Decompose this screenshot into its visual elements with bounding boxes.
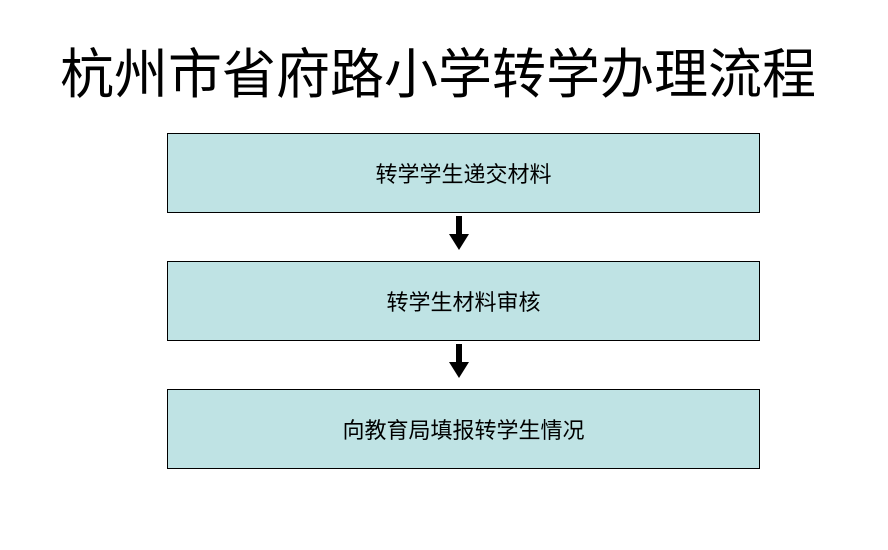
flow-step-report-to-bureau: 向教育局填报转学生情况 xyxy=(167,389,760,469)
flow-step-review-materials: 转学生材料审核 xyxy=(167,261,760,341)
arrow-down-icon xyxy=(449,344,469,378)
page-title: 杭州市省府路小学转学办理流程 xyxy=(60,43,816,106)
step-label: 转学生材料审核 xyxy=(386,291,541,316)
flow-step-submit-materials: 转学学生递交材料 xyxy=(167,133,760,213)
step-label: 转学学生递交材料 xyxy=(375,163,552,188)
step-label: 向教育局填报转学生情况 xyxy=(342,419,585,444)
arrow-down-icon xyxy=(449,216,469,250)
